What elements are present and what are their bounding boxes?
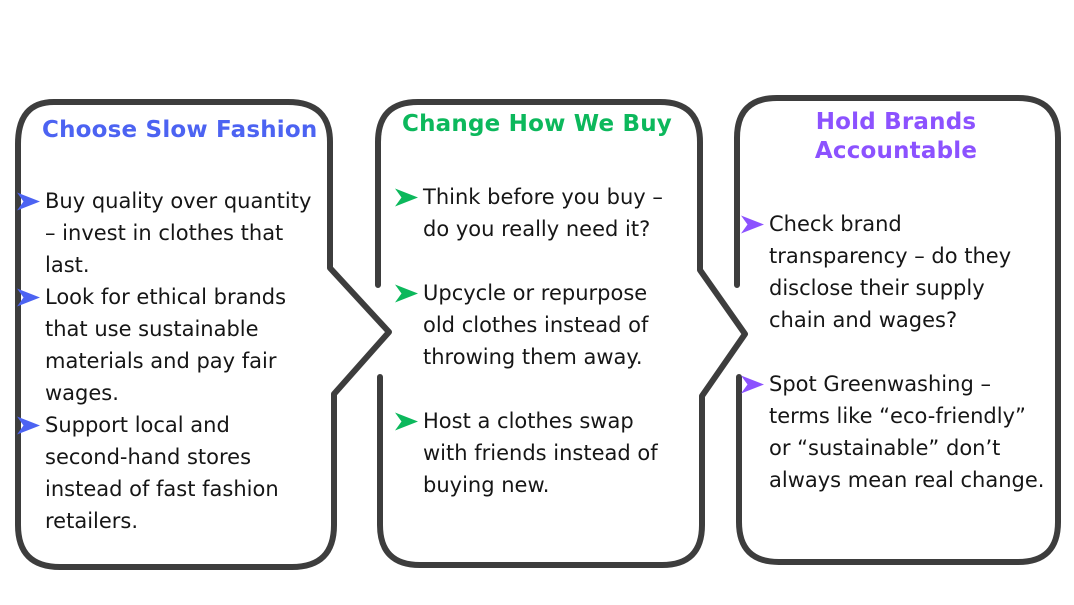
- bullet-list: Think before you buy – do you really nee…: [394, 181, 696, 501]
- card-title: Choose Slow Fashion: [42, 117, 318, 143]
- arrowhead-bullet-icon: [740, 375, 765, 394]
- bullet-text: Buy quality over quantity – invest in cl…: [45, 189, 312, 277]
- list-item: Support local and second-hand stores ins…: [16, 409, 318, 537]
- arrowhead-bullet-icon: [740, 215, 765, 234]
- bullet-list: Check brand transparency – do they discl…: [740, 208, 1055, 496]
- bullet-text: Spot Greenwashing – terms like “eco-frie…: [769, 372, 1045, 492]
- arrowhead-bullet-icon: [16, 288, 41, 307]
- list-item: Think before you buy – do you really nee…: [394, 181, 696, 245]
- bullet-text: Look for ethical brands that use sustain…: [45, 285, 287, 405]
- bullet-text: Support local and second-hand stores ins…: [45, 413, 279, 533]
- bullet-text: Check brand transparency – do they discl…: [769, 212, 1012, 332]
- arrowhead-bullet-icon: [394, 284, 419, 303]
- list-item: Spot Greenwashing – terms like “eco-frie…: [740, 368, 1055, 496]
- bullet-text: Think before you buy – do you really nee…: [423, 185, 663, 241]
- tip-card-change-how-we-buy: Change How We Buy Think before you buy –…: [378, 110, 696, 533]
- arrowhead-bullet-icon: [394, 188, 419, 207]
- card-border-change-how-we-buy: [375, 99, 748, 568]
- card-border-choose-slow-fashion: [15, 99, 392, 570]
- tip-card-hold-brands-accountable: Hold Brands Accountable Check brand tran…: [737, 108, 1055, 528]
- list-item: Host a clothes swap with friends instead…: [394, 405, 696, 501]
- card-title: Change How We Buy: [402, 111, 672, 137]
- list-item: Upcycle or repurpose old clothes instead…: [394, 277, 696, 373]
- card-title: Hold Brands Accountable: [814, 109, 978, 164]
- tip-card-choose-slow-fashion: Choose Slow Fashion Buy quality over qua…: [16, 116, 318, 537]
- arrowhead-bullet-icon: [16, 192, 41, 211]
- list-item: Buy quality over quantity – invest in cl…: [16, 185, 318, 281]
- bullet-list: Buy quality over quantity – invest in cl…: [16, 185, 318, 537]
- arrowhead-bullet-icon: [394, 412, 419, 431]
- list-item: Look for ethical brands that use sustain…: [16, 281, 318, 409]
- bullet-text: Host a clothes swap with friends instead…: [423, 409, 658, 497]
- arrowhead-bullet-icon: [16, 416, 41, 435]
- bullet-text: Upcycle or repurpose old clothes instead…: [423, 281, 649, 369]
- list-item: Check brand transparency – do they discl…: [740, 208, 1055, 336]
- card-border-hold-brands-accountable: [734, 95, 1061, 565]
